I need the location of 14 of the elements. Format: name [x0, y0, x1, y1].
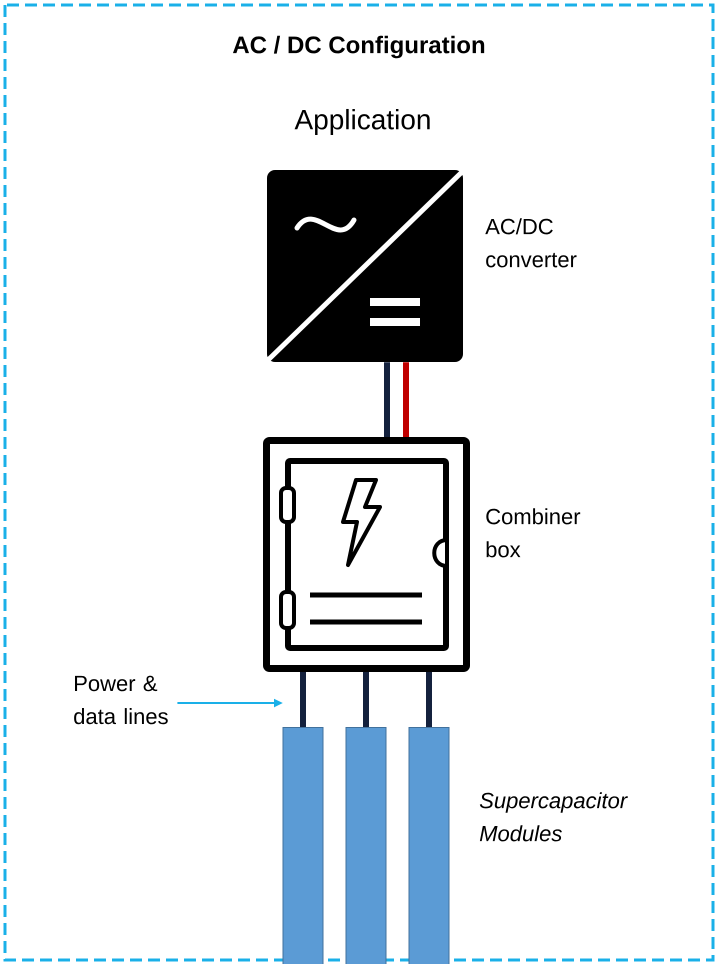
cable: [426, 672, 432, 727]
callout-text: Power & data lines: [74, 676, 168, 724]
cable: [300, 672, 306, 727]
module-bar: [282, 727, 324, 964]
node-label: AC/DC converter: [485, 218, 577, 268]
node-label: Combiner box: [486, 508, 580, 558]
module-bar: [408, 727, 450, 964]
cable: [403, 362, 409, 437]
cable: [384, 362, 390, 437]
heading: Application: [294, 108, 430, 136]
module-bar: [346, 727, 386, 964]
title: AC / DC Configuration: [232, 36, 484, 58]
cable: [363, 672, 369, 727]
module-label: Supercapacitor Modules: [480, 792, 628, 842]
